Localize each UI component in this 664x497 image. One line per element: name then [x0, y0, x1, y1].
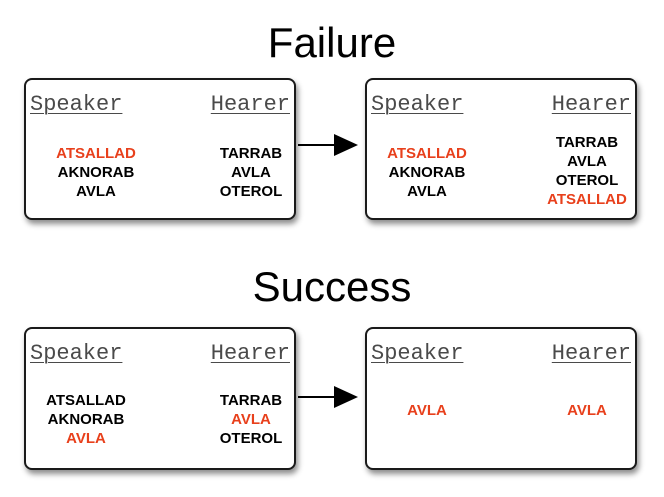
vocabulary-word: ATSALLAD [46, 392, 126, 409]
hearer-label: Hearer [551, 341, 631, 366]
vocabulary-word: TARRAB [219, 145, 283, 162]
vocabulary-word: AVLA [407, 183, 447, 200]
speaker-label: Speaker [30, 92, 123, 117]
vocabulary-word: TARRAB [555, 134, 619, 151]
vocabulary-word: AVLA [567, 402, 607, 419]
hearer-label: Hearer [210, 341, 290, 366]
failure-after-panel: Speaker Hearer ATSALLAD AKNORAB AVLA TARRA… [365, 78, 637, 220]
speaker-label: Speaker [30, 341, 123, 366]
vocabulary-word: ATSALLAD [56, 145, 136, 162]
speaker-word-list: ATSALLAD AKNORAB AVLA [367, 144, 487, 201]
success-before-panel: Speaker Hearer ATSALLAD AKNORAB AVLA TARRA… [24, 327, 296, 470]
vocabulary-word: AVLA [407, 402, 447, 419]
speaker-word-list: ATSALLAD AKNORAB AVLA [26, 391, 146, 448]
success-title: Success [252, 263, 412, 310]
failure-title: Failure [267, 19, 397, 66]
vocabulary-word: ATSALLAD [387, 145, 467, 162]
hearer-word-list: TARRAB AVLA OTEROL ATSALLAD [537, 133, 637, 209]
vocabulary-word: TARRAB [219, 392, 283, 409]
speaker-label: Speaker [371, 92, 464, 117]
vocabulary-word: AVLA [231, 411, 271, 428]
hearer-word-list: TARRAB AVLA OTEROL [206, 144, 296, 201]
speaker-word-list: ATSALLAD AKNORAB AVLA [36, 144, 156, 201]
vocabulary-word: AKNORAB [57, 164, 135, 181]
vocabulary-word: AKNORAB [388, 164, 466, 181]
speaker-label: Speaker [371, 341, 464, 366]
vocabulary-word: AVLA [231, 164, 271, 181]
vocabulary-word: AVLA [66, 430, 106, 447]
success-after-panel: Speaker Hearer AVLA AVLA [365, 327, 637, 470]
hearer-word-list: AVLA [537, 401, 637, 420]
hearer-word-list: TARRAB AVLA OTEROL [206, 391, 296, 448]
hearer-label: Hearer [551, 92, 631, 117]
hearer-label: Hearer [210, 92, 290, 117]
speaker-word-list: AVLA [367, 401, 487, 420]
success-transition-arrow [298, 386, 358, 408]
vocabulary-word: OTEROL [555, 172, 619, 189]
vocabulary-word: AVLA [567, 153, 607, 170]
vocabulary-word: OTEROL [219, 430, 283, 447]
vocabulary-word: AVLA [76, 183, 116, 200]
failure-transition-arrow [298, 134, 358, 156]
vocabulary-word: OTEROL [219, 183, 283, 200]
vocabulary-word: ATSALLAD [547, 191, 627, 208]
vocabulary-word: AKNORAB [47, 411, 125, 428]
failure-before-panel: Speaker Hearer ATSALLAD AKNORAB AVLA TARRA… [24, 78, 296, 220]
